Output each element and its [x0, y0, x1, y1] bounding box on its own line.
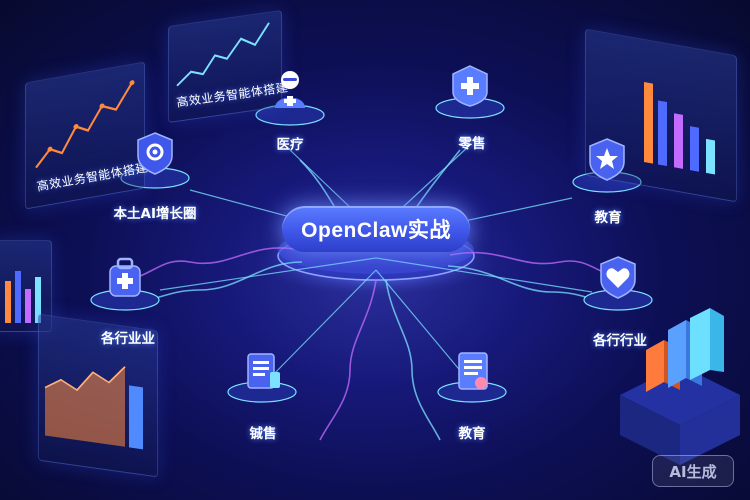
node-label-industries-left: 各行业业 [101, 331, 155, 347]
small-bar-chart-graphic [5, 271, 41, 323]
document-chart-icon [240, 348, 286, 394]
bottom-left-area-chart-panel [38, 313, 158, 478]
bar-chart-graphic [644, 82, 715, 175]
watermark-text: AI生成 [669, 462, 717, 481]
node-label-education-bottom: 教育 [458, 426, 486, 442]
doctor-icon [267, 66, 313, 112]
medical-bag-icon [102, 254, 148, 300]
heart-care-icon [595, 254, 641, 300]
node-label-sales: 铖售 [249, 426, 277, 442]
node-label-industries-right: 各行行业 [593, 333, 647, 349]
star-shield-icon [584, 136, 630, 182]
right-bar-chart-panel [585, 28, 737, 203]
line-chart-graphic [176, 22, 270, 87]
center-title: OpenClaw实战 [301, 219, 451, 242]
node-label-ai-circle: 本土AI增长圈 [113, 206, 197, 222]
node-label-education-right: 教育 [594, 210, 622, 226]
left-line-chart-panel [25, 61, 145, 210]
report-document-icon [450, 348, 496, 394]
node-label-retail: 零售 [458, 136, 486, 152]
orange-line-chart-graphic [35, 80, 135, 169]
center-title-pill: OpenClaw实战 [282, 206, 470, 252]
medical-kit-icon [447, 62, 493, 108]
ai-generated-watermark: AI生成 [652, 455, 734, 487]
top-line-chart-panel [168, 9, 282, 124]
area-chart-graphic [44, 366, 143, 450]
node-label-medical: 医疗 [276, 137, 304, 153]
shield-gear-icon [132, 130, 178, 176]
